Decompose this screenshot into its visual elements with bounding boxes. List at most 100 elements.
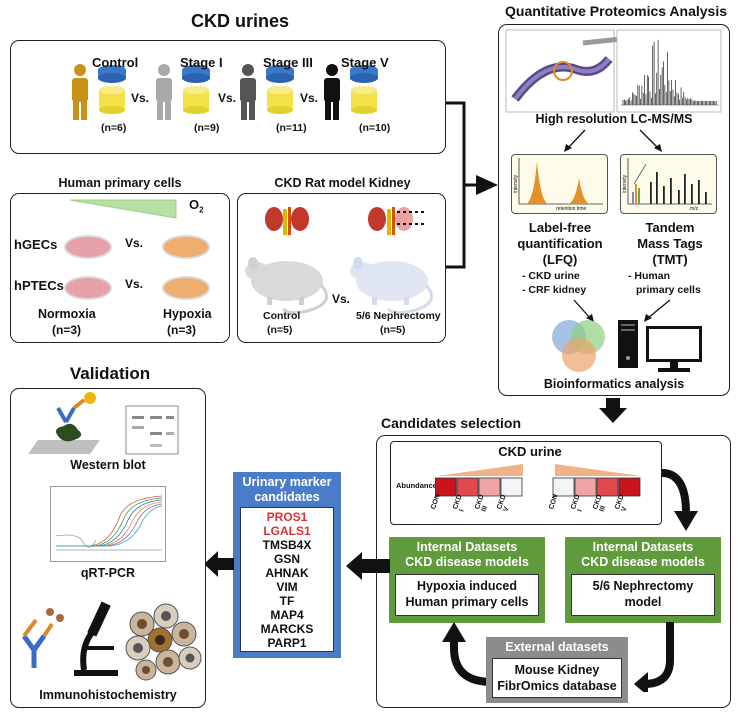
lcms-label: High resolution LC-MS/MS: [535, 112, 693, 126]
tmt-axis-intensity: intensity: [622, 174, 629, 194]
group-label-stage-3: Stage III: [263, 55, 313, 70]
antibody-icon: [21, 608, 64, 668]
urine-cup-icon: [182, 65, 210, 114]
heatmap-cell: [552, 477, 575, 497]
methods-to-bioinfo-arrows: [573, 299, 671, 322]
tmt-spectrum-plot: [627, 158, 712, 205]
candidates-title: Candidates selection: [380, 415, 522, 431]
group-n-stage-5: (n=10): [359, 122, 391, 134]
bioinfo-label: Bioinformatics analysis: [543, 377, 685, 391]
abundance-heatmap: [435, 464, 641, 497]
heatmap-to-nephrectomy-arrow: [661, 469, 698, 531]
person-icon: [324, 64, 340, 120]
ihc-label: Immunohistochemistry: [39, 688, 177, 702]
rat-nephrectomy-n: (n=5): [380, 324, 406, 336]
marker-item: PARP1: [267, 636, 307, 650]
lcms-graphic: [505, 29, 722, 113]
hypoxia-label: Hypoxia: [163, 307, 212, 321]
cells-vs-2: Vs.: [125, 277, 144, 291]
nephrectomy-rat-icon: [350, 257, 434, 315]
tmt-axis-mz: m/z: [690, 206, 699, 212]
marker-item: MARCKS: [260, 622, 314, 636]
group-n-control: (n=6): [101, 122, 127, 134]
heatmap-cell: [618, 477, 641, 497]
marker-item: LGALS1: [263, 524, 311, 538]
vs-label-3: Vs.: [300, 91, 319, 105]
computer-icon: [618, 320, 702, 372]
rat-vs: Vs.: [332, 292, 351, 306]
markers-to-validation-arrow: [204, 551, 234, 577]
normoxia-n: (n=3): [52, 323, 82, 337]
oxygen-gradient-icon: [69, 199, 177, 219]
tissue-cells-icon: [125, 603, 202, 681]
group-n-stage-3: (n=11): [276, 122, 307, 134]
rat-nephrectomy-label: 5/6 Nephrectomy: [356, 310, 441, 322]
western-blot-label: Western blot: [70, 458, 146, 472]
heatmap-cell: [596, 477, 619, 497]
oxygen-label: O2: [189, 197, 204, 215]
heatmap-cell: [435, 477, 457, 497]
rat-control-label: Control: [263, 310, 301, 322]
marker-item: GSN: [273, 552, 300, 566]
marker-item: TF: [279, 594, 295, 608]
ckd-urine-heatmap-title: CKD urine: [498, 444, 562, 459]
lfq-axis-intensity: intensity: [513, 174, 520, 194]
person-icon: [240, 64, 256, 120]
urine-cup-icon: [98, 65, 126, 114]
urine-samples-graphic: [72, 64, 378, 120]
microscope-icon: [74, 601, 118, 676]
nephrectomy-kidneys-icon: [368, 207, 425, 235]
proteomics-title: Quantitative Proteomics Analysis: [505, 3, 727, 19]
group-n-stage-1: (n=9): [194, 122, 220, 134]
lfq-chromatogram-plot: [518, 158, 603, 205]
tmt-item-human: - Human: [628, 270, 670, 282]
primary-cells-panel: [10, 193, 230, 343]
group-label-control: Control: [92, 55, 139, 70]
cells-vs-1: Vs.: [125, 236, 144, 250]
external-dataset-header: External datasets: [505, 640, 609, 654]
ckd-urines-title: CKD urines: [190, 11, 289, 31]
control-rat-icon: [245, 257, 329, 315]
normoxia-dish-2: [64, 276, 112, 300]
qrt-pcr-plot-icon: [50, 486, 166, 562]
proteomics-to-candidates-arrow: [599, 398, 627, 423]
normoxia-dish-1: [64, 235, 112, 259]
group-label-stage-1: Stage I: [180, 55, 223, 70]
urine-cup-icon: [350, 65, 378, 114]
heatmap-cell: [456, 477, 479, 497]
hptecs-label: hPTECs: [14, 278, 64, 293]
heatmap-cell: [478, 477, 501, 497]
lfq-item-kidney: - CRF kidney: [522, 284, 587, 296]
immunohistochemistry-icon: [21, 601, 202, 681]
venn-diagram-icon: [552, 320, 605, 372]
vs-label-2: Vs.: [218, 91, 237, 105]
hypoxia-n: (n=3): [167, 323, 197, 337]
nephrectomy-to-external-arrow: [634, 622, 674, 692]
marker-item: TMSB4X: [262, 538, 312, 552]
abundance-label: Abundance: [396, 481, 437, 490]
validation-title: Validation: [69, 364, 151, 383]
vs-label-1: Vs.: [131, 91, 150, 105]
heatmap-cell: [500, 477, 523, 497]
rat-model-title: CKD Rat model Kidney: [274, 176, 411, 190]
marker-item: VIM: [276, 580, 298, 594]
marker-item: PROS1: [266, 510, 308, 524]
lfq-item-urine: - CKD urine: [522, 270, 580, 282]
datasets-to-markers-arrow: [346, 552, 390, 580]
western-blot-icon: [28, 392, 179, 455]
lfq-axis-retention: retention time: [556, 206, 587, 212]
marker-item: AHNAK: [265, 566, 309, 580]
hypoxia-dish-1: [162, 235, 210, 259]
control-kidneys-icon: [265, 207, 309, 235]
primary-cells-title: Human primary cells: [58, 176, 182, 190]
rat-control-n: (n=5): [267, 324, 293, 336]
marker-item: MAP4: [270, 608, 304, 622]
input-to-proteomics-connector: [446, 101, 498, 269]
